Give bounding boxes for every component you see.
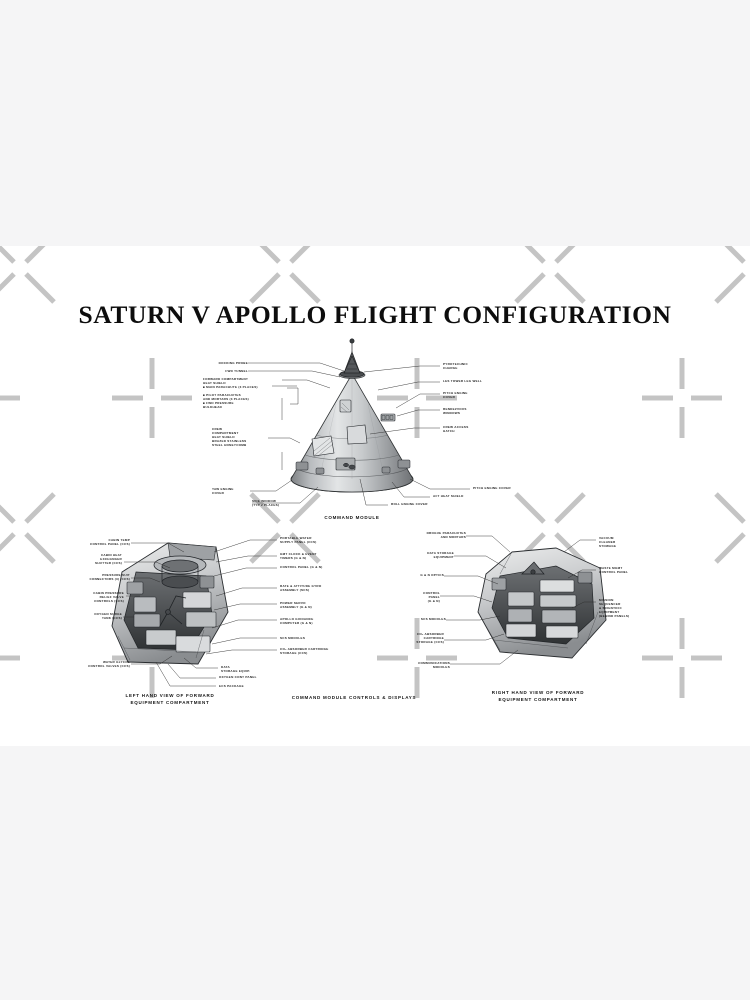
label-oxygen-cont-panel: OXYGEN CONT PANEL xyxy=(219,675,257,679)
label-rendezvous-windows: RENDEZVOUS WINDOWS xyxy=(443,407,467,416)
label-pressure-suit-connectors: PRESSURE SUIT CONNECTORS (3) (CCS) xyxy=(89,573,130,582)
label-control-panel-gn: CONTROL PANEL (G & N) xyxy=(280,565,323,569)
label-crew-compartment-heat-shield: CREW COMPARTMENT HEAT SHIELD BRAZED STAI… xyxy=(212,427,247,448)
label-data-storage-equipment-right: DATA STORAGE EQUIPMENT xyxy=(427,551,454,560)
label-cabin-heat-exchanger-shutter: CABIN HEAT EXCHANGER SHUTTER (CCS) xyxy=(95,553,122,566)
label-gmt-clock-event-timers: GMT CLOCK & EVENT TIMERS (G & N) xyxy=(280,552,317,561)
label-aft-heat-shield: AFT HEAT SHIELD xyxy=(433,494,464,498)
label-oxygen-surge-tank: OXYGEN SURGE TANK (CCS) xyxy=(94,612,122,621)
label-pitch-engine-cover-bottom: PITCH ENGINE COVER xyxy=(473,486,511,490)
label-les-tower-leg-well: LES TOWER LEG WELL xyxy=(443,379,483,383)
label-fwd-tunnel: FWD TUNNEL xyxy=(225,369,248,373)
label-drogue-parachutes-mortars: DROGUE PARACHUTES AND MORTARS xyxy=(426,531,466,540)
label-pitch-engine-cover-top: PITCH ENGINE COVER xyxy=(443,391,468,400)
label-control-panel-gn-right: CONTROL PANEL (G & N) xyxy=(423,591,440,604)
label-co2-absorber-cartridge-storage-left: CO₂ ABSORBER CARTRIDGE STORAGE (CCS) xyxy=(280,647,329,656)
label-portable-water-supply-panel: PORTABLE WATER SUPPLY PANEL (CCS) xyxy=(280,536,317,545)
label-side-window: SIDE WINDOW (TYP 2 PLACES) xyxy=(252,499,280,508)
label-pyrotechnic-charge: PYROTECHNIC CHARGE xyxy=(443,362,468,371)
label-crew-access-hatch: CREW ACCESS HATCH xyxy=(443,425,469,434)
label-waste-mgmt-control-panel: WASTE MGMT CONTROL PANEL xyxy=(599,566,629,575)
label-scs-modules-right-view: SCS MODULES xyxy=(420,617,446,621)
label-power-servo-assembly: POWER SERVO ASSEMBLY (G & N) xyxy=(280,601,312,610)
label-yaw-engine-cover: YAW ENGINE COVER xyxy=(212,487,234,496)
label-gn-optics: G & N OPTICS xyxy=(420,573,444,577)
label-cabin-temp-control-panel: CABIN TEMP CONTROL PANEL (CCS) xyxy=(90,538,130,547)
label-vacuum-cleaner-stowage: VACUUM CLEANER STOWAGE xyxy=(599,536,617,549)
caption-right-hand-view: RIGHT HAND VIEW OF FORWARD EQUIPMENT COM… xyxy=(491,690,585,702)
label-data-storage-equip: DATA STORAGE EQUIP. xyxy=(221,665,251,674)
label-apollo-guidance-computer: APOLLO GUIDANCE COMPUTER (G & N) xyxy=(280,617,314,626)
label-mission-sequencer-scientific-equipment: MISSION SEQUENCER & SCIENTIFIC EQUIPMENT… xyxy=(599,598,630,619)
label-roll-engine-cover: ROLL ENGINE COVER xyxy=(391,502,428,506)
label-water-glycol-control-valves: WATER GLYCOL CONTROL VALVES (CCS) xyxy=(88,660,130,669)
caption-command-module: COMMAND MODULE xyxy=(324,515,380,520)
label-ecs-package: ECS PACKAGE xyxy=(219,684,244,688)
label-forward-compartment-heat-shield: FORWARD COMPARTMENT HEAT SHIELD ■ MAIN P… xyxy=(203,377,258,410)
label-communications-modules: COMMUNICATIONS MODULES xyxy=(418,661,450,670)
label-scs-modules-left-view: SCS MODULES xyxy=(280,636,306,640)
label-co2-absorber-cartridge-storage-right: CO₂ ABSORBER CARTRIDGE STORAGE (CCS) xyxy=(416,632,444,645)
label-docking-probe: DOCKING PROBE xyxy=(218,361,248,365)
poster-title: SATURN V APOLLO FLIGHT CONFIGURATION xyxy=(78,300,672,329)
caption-command-module-controls-displays: COMMAND MODULE CONTROLS & DISPLAYS xyxy=(291,695,417,700)
caption-left-hand-view: LEFT HAND VIEW OF FORWARD EQUIPMENT COMP… xyxy=(125,693,215,705)
label-rate-attitude-gyro-assembly: RATE & ATTITUDE GYRO ASSEMBLY (SCS) xyxy=(280,584,322,593)
label-cabin-pressure-relief-valve: CABIN PRESSURE RELIEF VALVE CONTROLS (CC… xyxy=(93,591,124,604)
